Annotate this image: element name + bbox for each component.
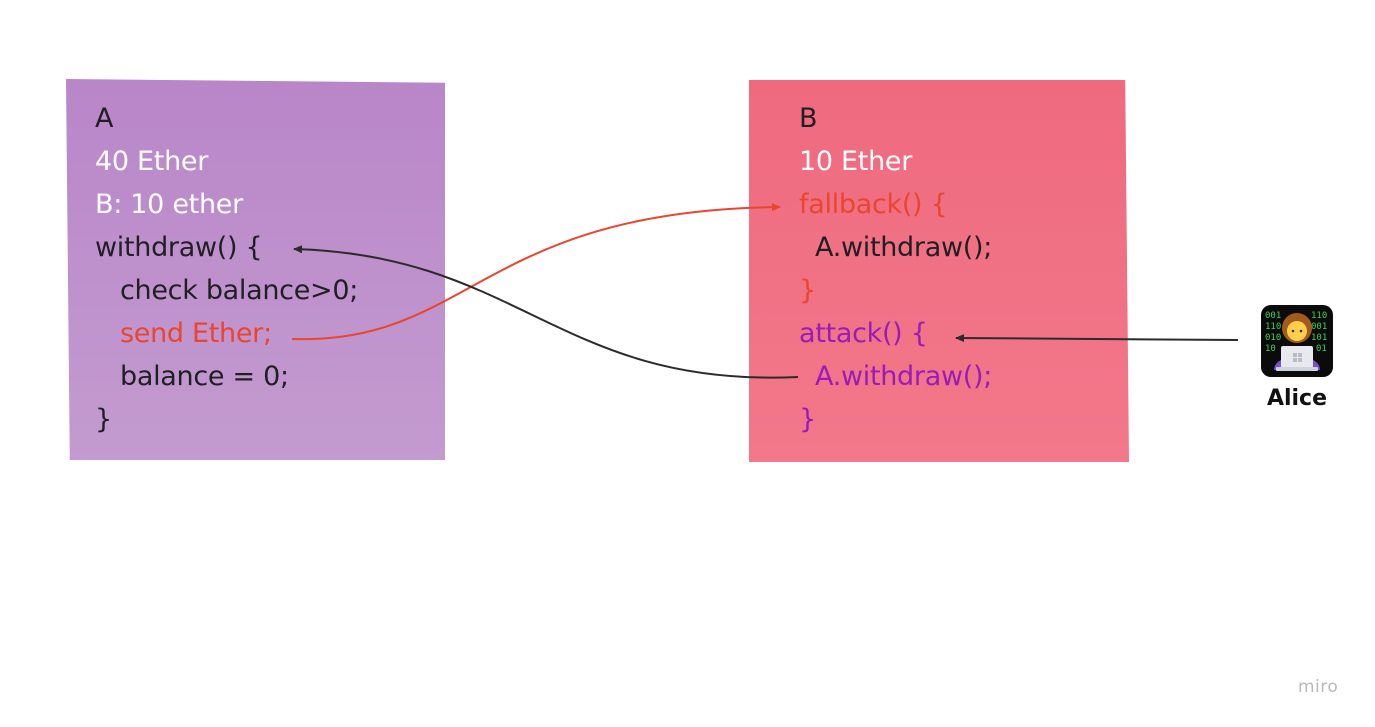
note-a-withdraw-close: } <box>95 404 112 435</box>
svg-text:001: 001 <box>1265 311 1281 321</box>
sticky-note-b[interactable] <box>749 80 1129 462</box>
hacker-laptop-icon: 001 110 010 110 001 101 10 01 <box>1260 304 1334 378</box>
note-b-title: B <box>799 103 818 134</box>
note-a-balance: 40 Ether <box>95 146 209 177</box>
svg-text:101: 101 <box>1311 333 1327 343</box>
note-a-send-ether: send Ether; <box>120 318 272 349</box>
note-a-balance-reset: balance = 0; <box>120 361 289 392</box>
note-b-fallback-open: fallback() { <box>799 189 948 220</box>
note-b-fallback-close: } <box>799 275 816 306</box>
note-b-attack-close: } <box>799 404 816 435</box>
note-b-fallback-call: A.withdraw(); <box>815 232 992 263</box>
svg-text:010: 010 <box>1265 333 1281 343</box>
actor-label: Alice <box>1266 386 1328 411</box>
svg-text:001: 001 <box>1311 322 1327 332</box>
note-a-check-balance: check balance>0; <box>120 275 359 306</box>
svg-text:110: 110 <box>1265 322 1281 332</box>
svg-text:10: 10 <box>1265 344 1276 354</box>
brand-watermark: miro <box>1298 677 1339 697</box>
note-b-attack-call: A.withdraw(); <box>815 361 992 392</box>
note-a-title: A <box>95 103 114 134</box>
svg-text:01: 01 <box>1316 344 1327 354</box>
note-b-balance: 10 Ether <box>799 146 913 177</box>
note-a-b-balance: B: 10 ether <box>95 189 243 220</box>
note-a-withdraw-open: withdraw() { <box>95 232 263 263</box>
svg-text:110: 110 <box>1311 311 1327 321</box>
note-b-attack-open: attack() { <box>799 318 928 349</box>
